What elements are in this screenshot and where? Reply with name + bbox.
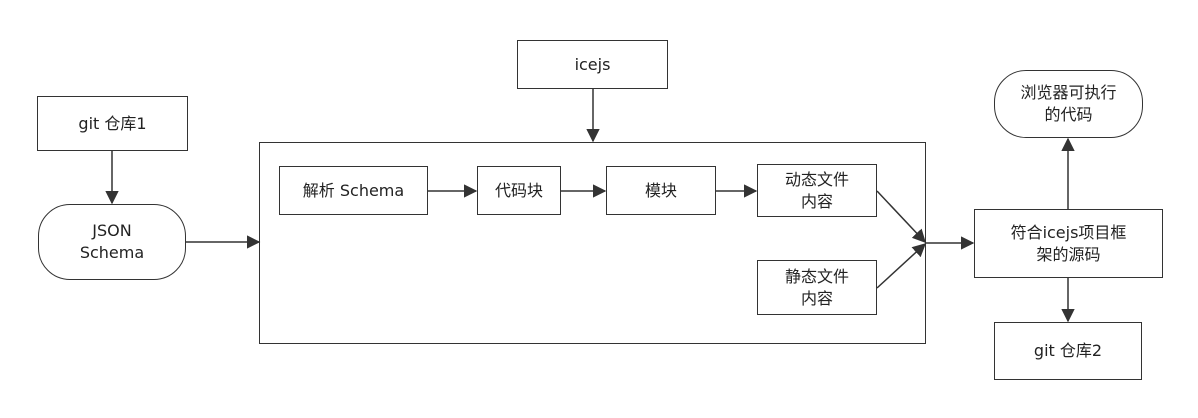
arrow-dynamic-to-merge: [876, 190, 926, 243]
source-code-line2: 架的源码: [1036, 244, 1101, 264]
git-repo1-node: git 仓库1: [37, 96, 188, 151]
static-file-line2: 内容: [800, 288, 833, 308]
static-file-node: 静态文件 内容: [757, 260, 877, 315]
json-schema-node: JSON Schema: [38, 204, 186, 280]
json-schema-line2: Schema: [79, 243, 145, 262]
icejs-node: icejs: [517, 40, 668, 89]
code-block-node: 代码块: [477, 166, 561, 215]
parse-schema-node: 解析 Schema: [279, 166, 428, 215]
arrow-static-to-merge: [876, 243, 926, 289]
dynamic-file-line1: 动态文件: [784, 169, 849, 189]
static-file-line1: 静态文件: [784, 266, 849, 286]
git-repo1-label: git 仓库1: [78, 113, 147, 133]
source-code-node: 符合icejs项目框 架的源码: [974, 209, 1163, 278]
dynamic-file-node: 动态文件 内容: [757, 164, 877, 217]
git-repo2-label: git 仓库2: [1033, 341, 1103, 360]
icejs-container-box: [259, 142, 926, 344]
code-block-label: 代码块: [494, 180, 543, 200]
json-schema-line1: JSON: [92, 221, 132, 240]
icejs-label: icejs: [574, 54, 611, 74]
git-repo2-node: git 仓库2: [994, 322, 1142, 380]
module-label: 模块: [644, 180, 677, 200]
dynamic-file-line2: 内容: [800, 191, 833, 211]
source-code-line1: 符合icejs项目框: [1010, 222, 1127, 242]
browser-code-node: 浏览器可执行 的代码: [994, 70, 1143, 138]
parse-schema-label: 解析 Schema: [302, 180, 405, 200]
browser-code-line2: 的代码: [1044, 105, 1093, 124]
module-node: 模块: [606, 166, 716, 215]
browser-code-line1: 浏览器可执行: [1020, 83, 1117, 102]
